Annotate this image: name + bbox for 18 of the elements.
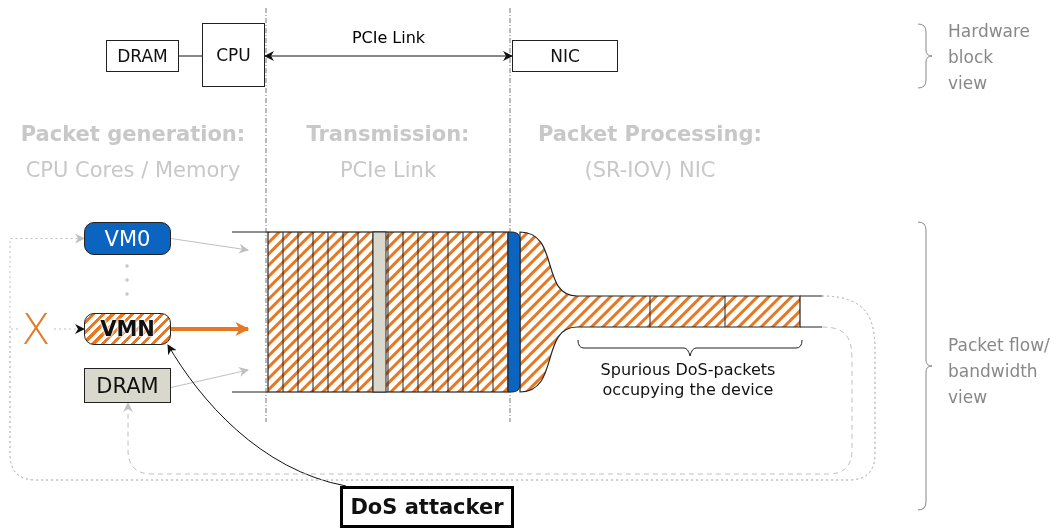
arrow <box>170 238 249 254</box>
cross-mark: X <box>18 308 54 350</box>
memory-box: DRAM <box>84 368 171 403</box>
memory-box: DRAM <box>106 40 179 72</box>
connector-line <box>178 55 203 57</box>
view-label: Packet flow/ bandwidth view <box>948 334 1051 409</box>
arrow <box>171 322 250 336</box>
virtual-machine-box: VM0 <box>84 222 171 255</box>
network-card-box: NIC <box>512 40 618 72</box>
attacker-box: DoS attacker <box>340 486 514 528</box>
processor-box: CPU <box>202 23 265 87</box>
annotation-text: Spurious DoS-packets occupying the device <box>599 360 777 400</box>
arrow <box>170 367 249 388</box>
view-label: Hardware block view <box>948 20 1028 95</box>
arrow <box>264 51 513 61</box>
arrow <box>167 344 347 487</box>
dashed-arrow <box>123 326 853 475</box>
dashed-arrow <box>53 324 85 334</box>
